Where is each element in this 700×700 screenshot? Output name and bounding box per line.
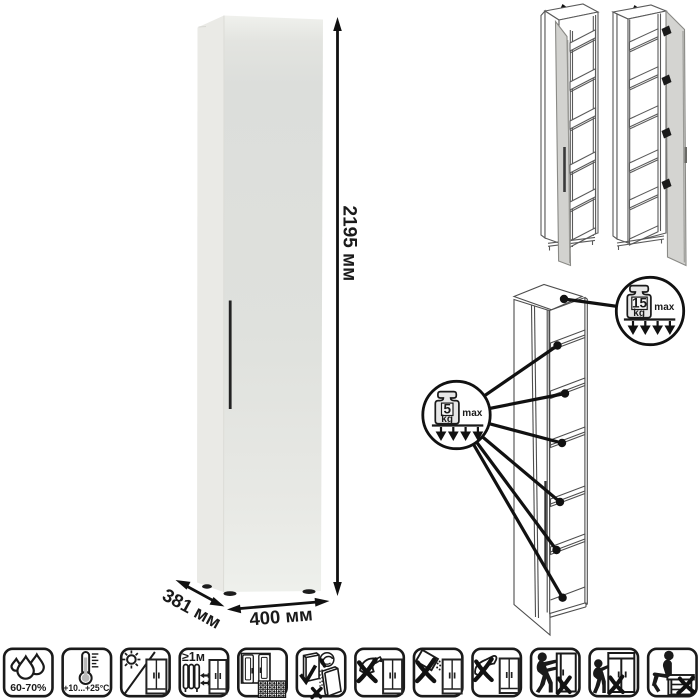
- svg-text:5: 5: [444, 402, 452, 417]
- svg-text:≥1м: ≥1м: [182, 650, 205, 664]
- svg-text:381 мм: 381 мм: [159, 584, 225, 633]
- svg-text:15: 15: [632, 296, 648, 311]
- svg-text:60-70%: 60-70%: [10, 682, 47, 694]
- svg-text:max: max: [462, 408, 482, 419]
- svg-text:2195 мм: 2195 мм: [339, 206, 360, 282]
- svg-text:max: max: [654, 302, 674, 313]
- svg-text:kg: kg: [633, 308, 645, 319]
- svg-text:kg: kg: [441, 414, 453, 425]
- svg-text:+10...+25°C: +10...+25°C: [63, 683, 109, 694]
- svg-text:400 мм: 400 мм: [249, 603, 314, 629]
